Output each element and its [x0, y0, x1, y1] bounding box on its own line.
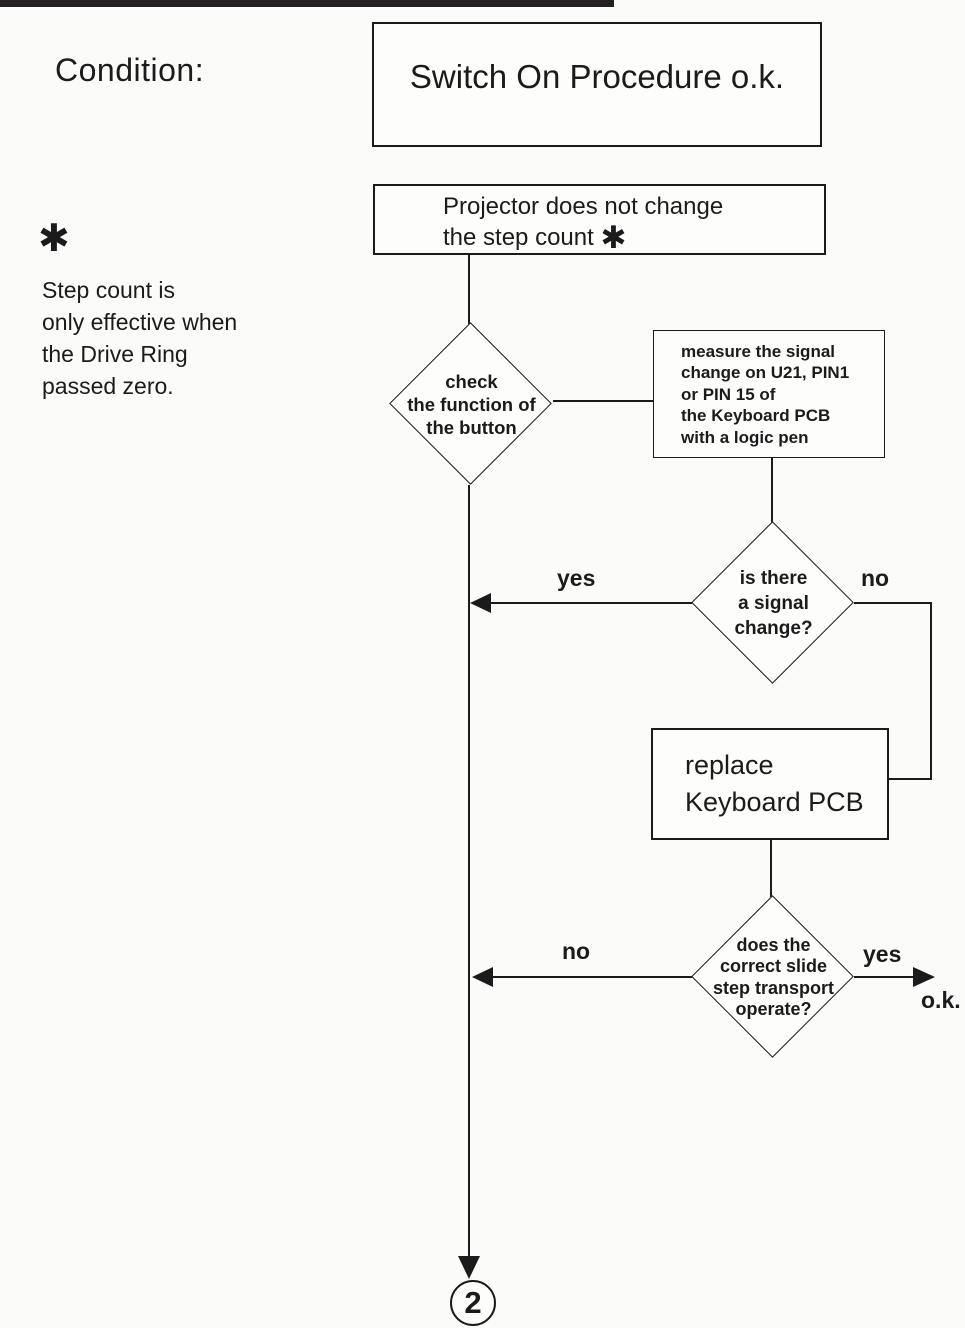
replace-keyboard-pcb-box: replace Keyboard PCB [651, 728, 889, 840]
decision-check-button: check the function of the button [389, 322, 554, 487]
arrowhead-transport-no [472, 966, 493, 987]
offpage-connector-label: 2 [464, 1285, 482, 1320]
flow-line-main-trunk [468, 485, 470, 1258]
flow-line-transport-yes [854, 976, 915, 978]
flow-line-signal-no-c [889, 778, 932, 780]
ok-label: o.k. [921, 987, 961, 1013]
flow-line-check-to-measure [553, 400, 654, 402]
decision-step-transport: does the correct slide step transport op… [691, 895, 856, 1060]
decision-step-transport-text: does the correct slide step transport op… [712, 934, 835, 1020]
no-label-signal: no [861, 565, 890, 591]
flow-line-replace-to-transport [770, 840, 772, 897]
title-box: Switch On Procedure o.k. [372, 22, 822, 147]
footnote-asterisk-icon: ✱ [38, 218, 70, 260]
decision-check-button-text: check the function of the button [407, 371, 536, 438]
decision-signal-change-text: is there a signal change? [734, 568, 813, 639]
arrowhead-signal-yes [470, 592, 491, 613]
start-box-line1: Projector does not change [443, 193, 724, 220]
flow-line-signal-yes [489, 602, 692, 604]
decision-signal-change: is there a signal change? [691, 521, 856, 686]
footnote-text: Step count is only effective when the Dr… [42, 277, 238, 399]
flow-line-signal-no-a [854, 602, 932, 604]
flow-line-start-to-check [468, 254, 470, 324]
top-scan-bar [0, 0, 614, 7]
no-label-transport: no [562, 938, 591, 964]
start-box: Projector does not change the step count… [373, 184, 826, 255]
yes-label-transport: yes [863, 941, 902, 967]
arrowhead-transport-yes [913, 966, 935, 987]
flow-line-measure-to-signal [771, 457, 773, 523]
measure-instruction-box: measure the signal change on U21, PIN1 o… [653, 330, 885, 458]
condition-label: Condition: [55, 52, 205, 88]
offpage-connector-2: 2 [450, 1280, 496, 1326]
yes-label-signal: yes [557, 565, 596, 591]
title-box-label: Switch On Procedure o.k. [409, 58, 785, 95]
flow-line-signal-no-b [930, 602, 932, 780]
flow-line-transport-no [491, 976, 692, 978]
start-box-line2: the step count ✱ [443, 220, 627, 255]
arrowhead-to-connector [458, 1256, 480, 1279]
inline-asterisk: ✱ [600, 220, 627, 255]
